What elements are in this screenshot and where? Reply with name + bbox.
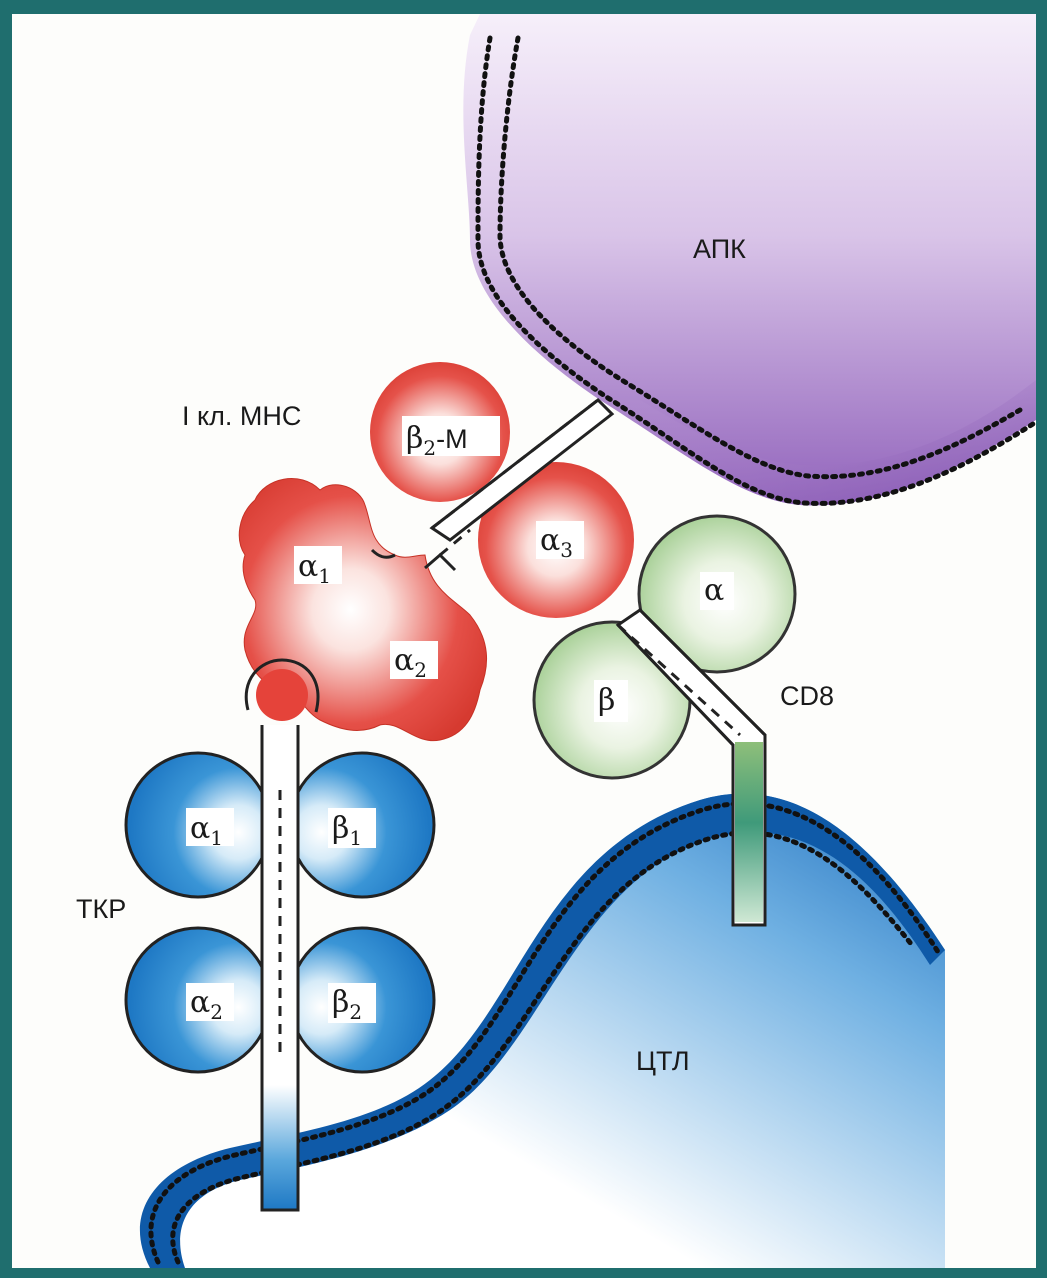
- apc-label: АПК: [693, 234, 746, 264]
- svg-text:α: α: [704, 573, 724, 608]
- tcr-beta2-tag: β2: [328, 983, 376, 1024]
- cd8-beta-tag: β: [594, 680, 628, 722]
- mhc-alpha2-tag: α2: [390, 641, 438, 682]
- mhc-alpha3-tag: α3: [536, 521, 584, 562]
- beta2m-tag: β2-M: [402, 416, 500, 460]
- tcr-label: ТКР: [76, 894, 126, 924]
- peptide-antigen: [256, 669, 308, 721]
- mhc-alpha1-tag: α1: [294, 546, 342, 588]
- ctl-label: ЦТЛ: [636, 1046, 690, 1076]
- tcr-alpha1-tag: α1: [186, 808, 234, 850]
- mhc-class-label: I кл. МНС: [182, 401, 301, 431]
- tcr-alpha2-tag: α2: [186, 983, 234, 1024]
- svg-text:β: β: [598, 683, 615, 718]
- tcr-beta1-tag: β1: [328, 808, 376, 850]
- cd8-label: CD8: [780, 681, 834, 711]
- cd8-alpha-tag: α: [700, 572, 734, 610]
